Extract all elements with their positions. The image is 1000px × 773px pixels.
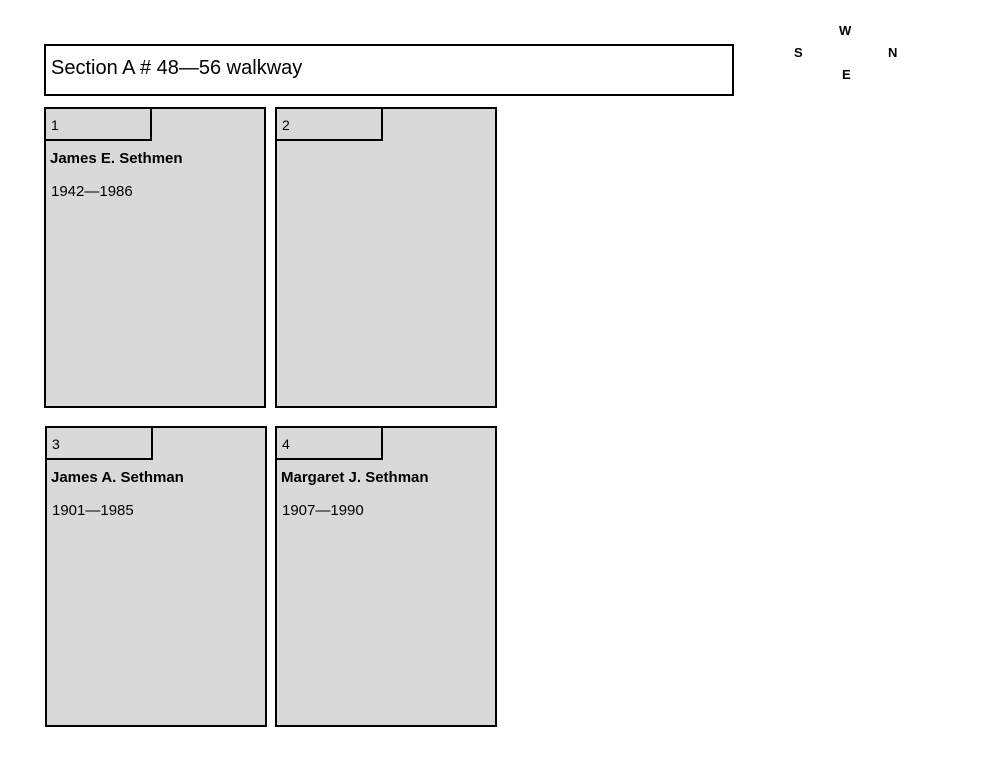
plot-number: 4 (282, 436, 290, 452)
plot-dates: 1942—1986 (51, 183, 133, 200)
plot-number: 2 (282, 117, 290, 133)
grave-plot-4: 4 Margaret J. Sethman 1907—1990 (275, 426, 497, 727)
plot-number-box: 4 (277, 428, 383, 460)
plot-name: James A. Sethman (51, 469, 184, 486)
compass-north-label: N (888, 45, 898, 60)
grave-plot-1: 1 James E. Sethmen 1942—1986 (44, 107, 266, 408)
section-title: Section A # 48—56 walkway (51, 57, 303, 79)
plot-dates: 1907—1990 (282, 502, 364, 519)
section-header: Section A # 48—56 walkway (44, 44, 734, 96)
plot-number-box: 3 (47, 428, 153, 460)
plot-number: 3 (52, 436, 60, 452)
grave-plot-2: 2 (275, 107, 497, 408)
compass-east-label: E (842, 67, 851, 82)
grave-plot-3: 3 James A. Sethman 1901—1985 (45, 426, 267, 727)
compass-south-label: S (794, 45, 803, 60)
compass-west-label: W (839, 23, 852, 38)
plot-number-box: 2 (277, 109, 383, 141)
plot-name: Margaret J. Sethman (281, 469, 429, 486)
plot-number: 1 (51, 117, 59, 133)
plot-dates: 1901—1985 (52, 502, 134, 519)
plot-number-box: 1 (46, 109, 152, 141)
plot-name: James E. Sethmen (50, 150, 183, 167)
